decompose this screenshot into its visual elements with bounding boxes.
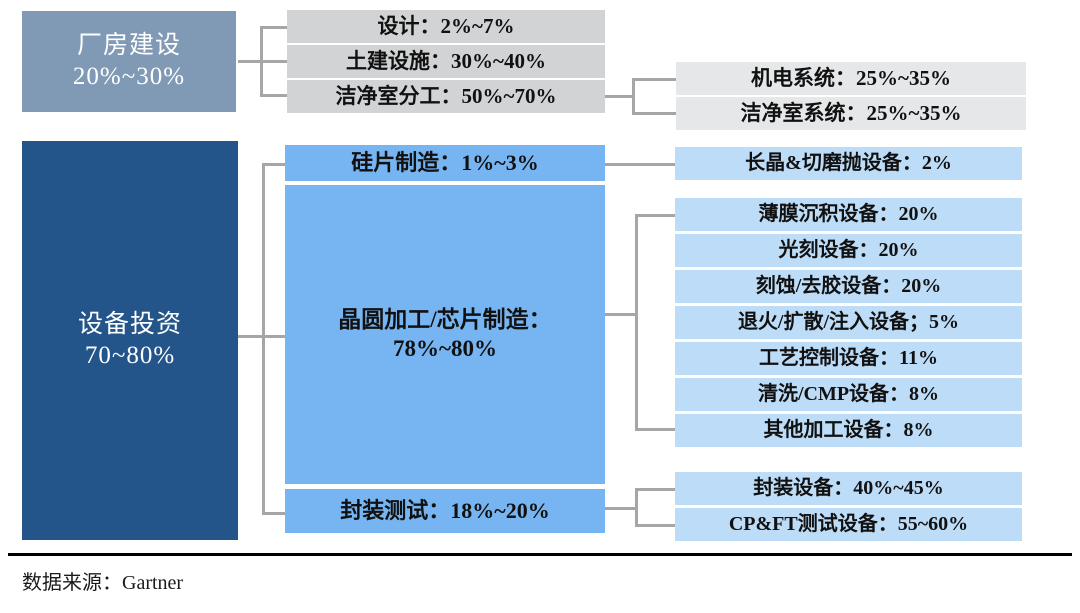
node-cleanroom-split[interactable]: 洁净室分工：50%~70% [287,80,605,113]
connector-wafer-stem [605,313,637,316]
connector-cleanroom-spine [632,78,635,114]
node-thin-film-deposition-equipment[interactable]: 薄膜沉积设备：20% [675,198,1022,231]
connector-equipment-branch-2 [262,512,285,515]
connector-cleanroom-branch-1 [632,112,676,115]
node-cleaning-cmp-equipment[interactable]: 清洗/CMP设备：8% [675,378,1022,411]
node-lithography-equipment[interactable]: 光刻设备：20% [675,234,1022,267]
connector-wafer-branch-top [635,214,675,217]
connector-factory-branch-2 [260,94,287,97]
root-node-factory-construction[interactable]: 厂房建设 20%~30% [22,11,236,112]
connector-equipment-spine [262,163,265,515]
connector-packaging-stem [605,507,637,510]
connector-factory-branch-0 [260,26,287,29]
connector-packaging-branch-0 [635,488,675,491]
node-silicon-wafer-manufacturing[interactable]: 硅片制造：1%~3% [285,145,605,181]
connector-cleanroom-branch-0 [632,78,676,81]
node-cp-ft-test-equipment[interactable]: CP&FT测试设备：55~60% [675,508,1022,541]
connector-factory-stem [238,60,262,63]
node-packaging-testing[interactable]: 封装测试：18%~20% [285,489,605,533]
connector-wafer-branch-bottom [635,428,675,431]
node-etch-strip-equipment[interactable]: 刻蚀/去胶设备：20% [675,270,1022,303]
data-source-label: 数据来源：Gartner [22,572,184,594]
connector-silicon-link [605,163,675,166]
node-wafer-processing-chip-fabrication[interactable]: 晶圆加工/芯片制造： 78%~80% [285,185,605,484]
connector-equipment-branch-1 [262,335,285,338]
connector-wafer-spine [635,214,638,431]
node-process-control-equipment[interactable]: 工艺控制设备：11% [675,342,1022,375]
node-cleanroom-system[interactable]: 洁净室系统：25%~35% [676,97,1026,130]
connector-factory-branch-1 [260,60,287,63]
connector-packaging-branch-1 [635,524,675,527]
connector-equipment-stem [238,335,264,338]
node-mep-system[interactable]: 机电系统：25%~35% [676,62,1026,95]
node-civil-works[interactable]: 土建设施：30%~40% [287,45,605,78]
node-packaging-equipment[interactable]: 封装设备：40%~45% [675,472,1022,505]
connector-cleanroom-stem [605,95,634,98]
root-node-equipment-investment[interactable]: 设备投资 70~80% [22,141,238,540]
node-design[interactable]: 设计：2%~7% [287,10,605,43]
connector-packaging-spine [635,488,638,526]
connector-equipment-branch-0 [262,163,285,166]
node-crystal-growth-slicing-equipment[interactable]: 长晶&切磨抛设备：2% [675,147,1022,180]
footer-divider [8,553,1072,556]
node-other-processing-equipment[interactable]: 其他加工设备：8% [675,414,1022,447]
node-anneal-diffusion-implant-equipment[interactable]: 退火/扩散/注入设备；5% [675,306,1022,339]
